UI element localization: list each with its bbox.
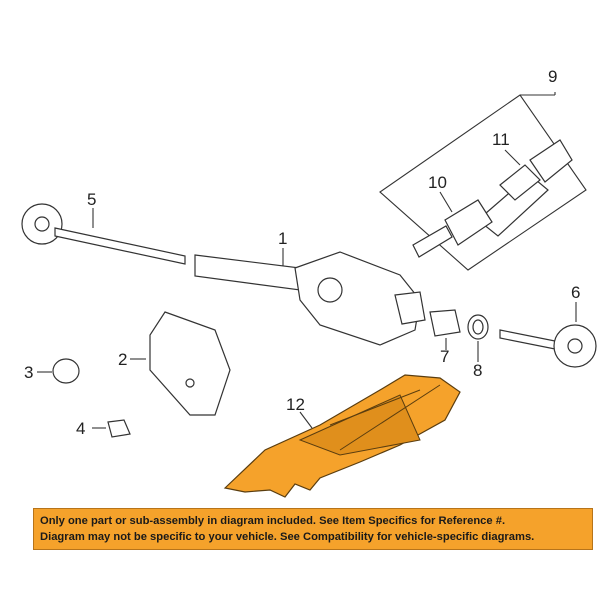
disclaimer-line-2: Diagram may not be specific to your vehi…: [40, 531, 535, 543]
callout-10: 10: [428, 173, 447, 192]
callout-1: 1: [278, 229, 287, 248]
part-10-boot: [412, 191, 493, 258]
disclaimer-banner: Only one part or sub-assembly in diagram…: [33, 508, 593, 550]
callout-11: 11: [492, 130, 510, 149]
part-7-bearing: [429, 309, 461, 350]
callout-5: 5: [87, 190, 96, 209]
callout-8: 8: [473, 361, 482, 380]
part-8-seal: [467, 314, 489, 362]
part-9-inset: [379, 92, 587, 271]
disclaimer-line-1: Only one part or sub-assembly in diagram…: [40, 515, 506, 527]
callout-2: 2: [118, 350, 127, 369]
part-5-axle-shaft: [21, 203, 186, 265]
callout-7: 7: [440, 347, 449, 366]
part-2-cover: [130, 311, 231, 416]
part-6-axle-shaft: [499, 302, 597, 368]
callout-6: 6: [571, 283, 580, 302]
part-3-plug: [37, 358, 80, 384]
part-1-axle-housing: [194, 248, 426, 346]
part-4-bolt: [92, 419, 131, 438]
callout-3: 3: [24, 363, 33, 382]
part-12-skid-plate: [223, 374, 461, 498]
callout-9: 9: [548, 67, 557, 86]
callout-4: 4: [76, 419, 85, 438]
callout-12: 12: [286, 395, 305, 414]
part-11-shaft: [477, 139, 573, 237]
